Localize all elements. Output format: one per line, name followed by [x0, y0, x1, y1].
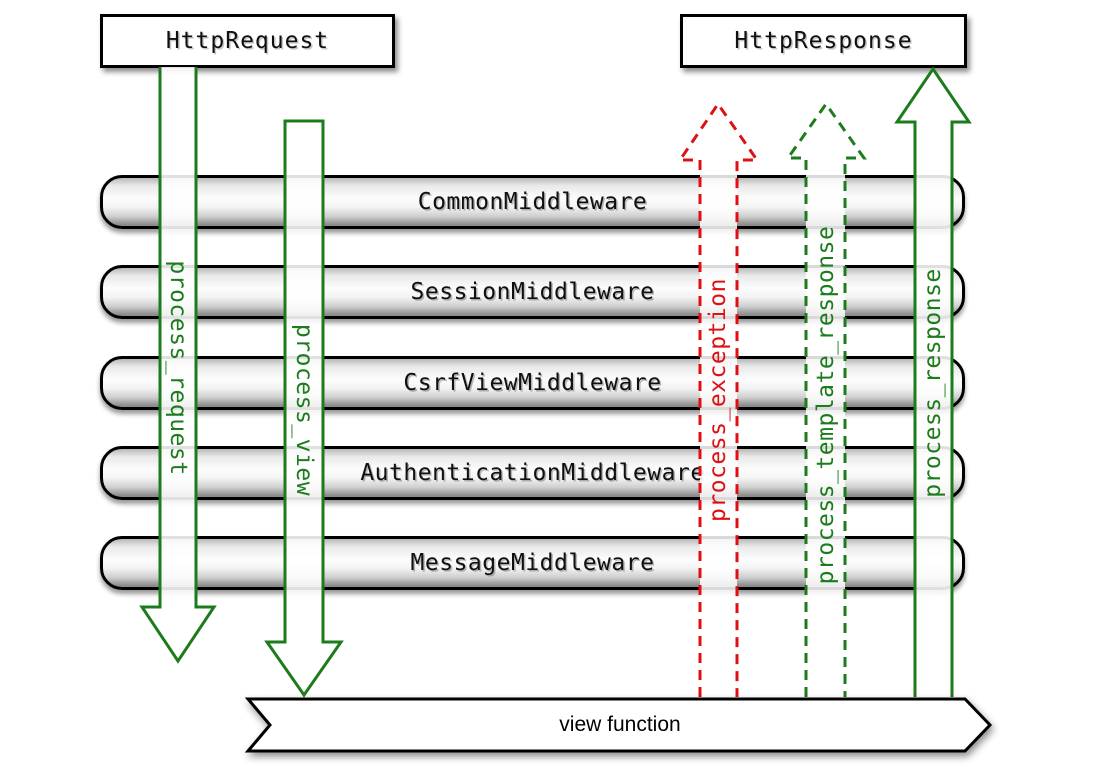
process-request-label: process_request — [165, 260, 191, 476]
process-exception-label: process_exception — [705, 278, 731, 522]
http-response-label: HttpResponse — [734, 28, 913, 54]
middleware-bar-label: MessageMiddleware — [410, 550, 655, 576]
process-template-response-label: process_template_response — [813, 225, 839, 585]
middleware-bar-label: CommonMiddleware — [417, 189, 648, 215]
middleware-bar-label: SessionMiddleware — [410, 279, 655, 305]
middleware-bar-label: CsrfViewMiddleware — [403, 370, 662, 396]
view-function-label: view function — [559, 713, 681, 736]
http-request-label: HttpRequest — [165, 28, 330, 54]
middleware-bar-label: AuthenticationMiddleware — [360, 460, 705, 486]
http-request-box: HttpRequest — [100, 14, 395, 68]
process-response-label: process_response — [920, 268, 946, 498]
process-view-label: process_view — [291, 323, 317, 497]
http-response-box: HttpResponse — [680, 14, 967, 68]
